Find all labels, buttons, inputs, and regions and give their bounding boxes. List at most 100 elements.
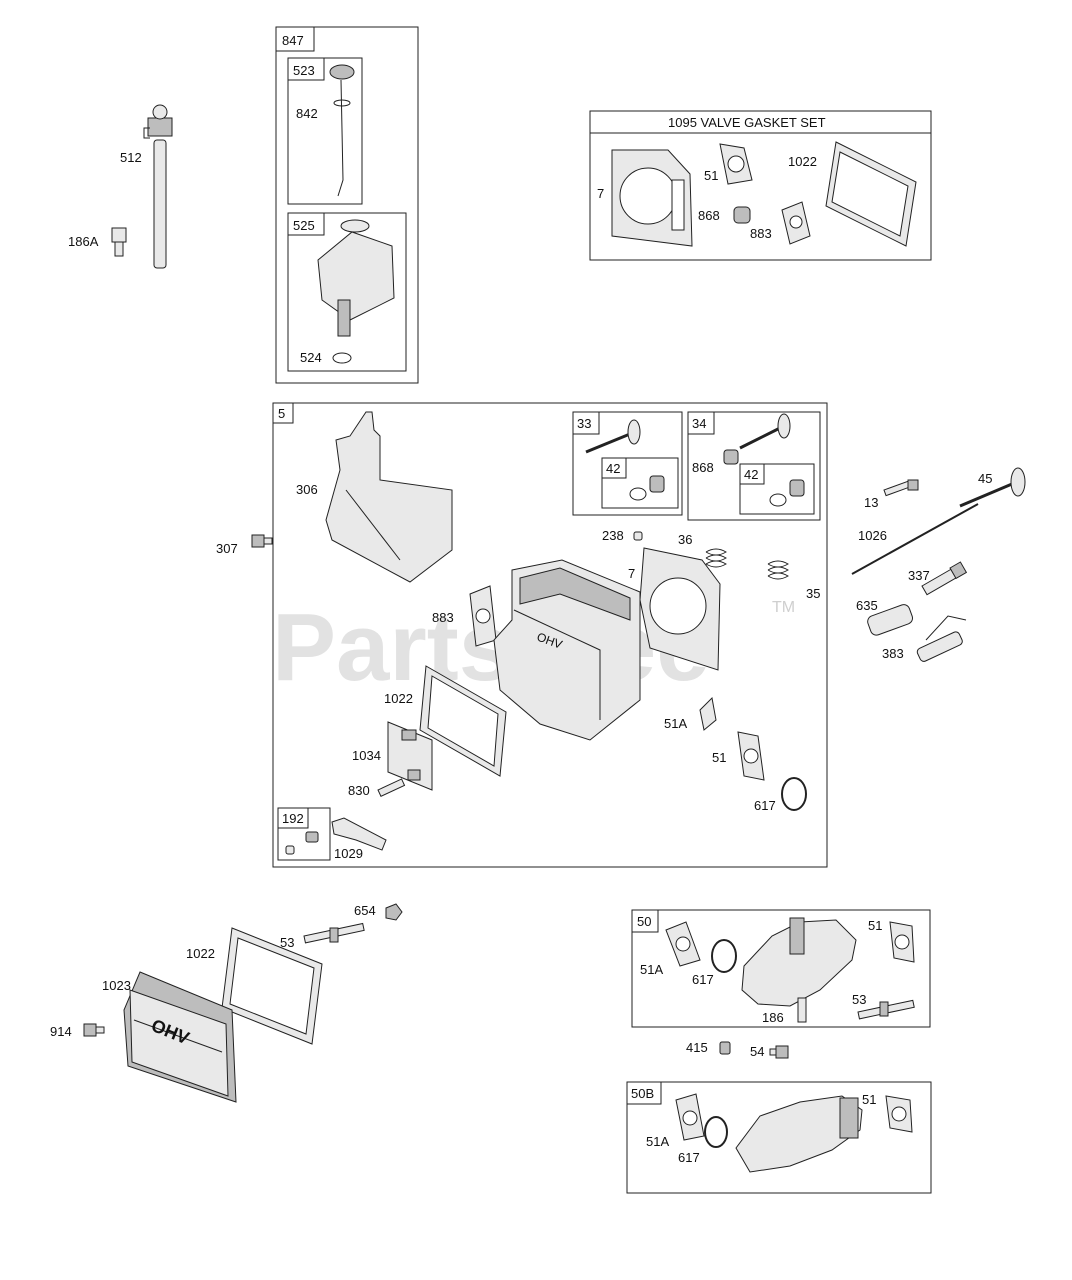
part-cylinder-head[interactable]: OHV (493, 559, 641, 741)
box-5 (272, 402, 828, 868)
label-192: 192 (282, 811, 304, 826)
part-1022-cover-gasket-kit[interactable] (825, 141, 917, 247)
label-617b: 617 (754, 798, 776, 813)
part-53-stud-a[interactable] (303, 922, 365, 944)
part-383-spark-plug-lead[interactable] (916, 615, 967, 663)
part-617-o-ring[interactable] (781, 777, 807, 811)
part-1023-valve-cover[interactable]: OHV (123, 971, 237, 1103)
label-617d: 617 (678, 1150, 700, 1165)
part-1029-lever[interactable] (331, 817, 387, 851)
part-525-oil-fill-tube[interactable] (317, 219, 395, 364)
label-525: 525 (293, 218, 315, 233)
part-617-o-ring-d[interactable] (704, 1116, 728, 1148)
label-42b: 42 (744, 467, 758, 482)
label-1026: 1026 (858, 528, 887, 543)
box-42-a (601, 457, 679, 509)
label-33: 33 (577, 416, 591, 431)
label-238: 238 (602, 528, 624, 543)
part-635-boot[interactable] (866, 603, 914, 637)
part-51-gasket-d[interactable] (885, 1095, 913, 1133)
label-1022c: 1022 (186, 946, 215, 961)
label-415: 415 (686, 1040, 708, 1055)
label-186A: 186A (68, 234, 99, 249)
part-842-dipstick[interactable] (329, 64, 355, 197)
part-7-head-gasket[interactable] (639, 547, 721, 671)
part-868-seal-kit[interactable] (733, 206, 751, 224)
label-k51: 51 (704, 168, 718, 183)
part-186-fitting[interactable] (797, 997, 807, 1023)
part-1026-push-rod[interactable] (851, 503, 979, 575)
label-883b: 883 (432, 610, 454, 625)
part-42-seal-b[interactable] (769, 479, 805, 507)
part-13-bolt[interactable] (883, 479, 919, 497)
box-525 (287, 212, 407, 372)
box-847 (275, 26, 419, 384)
part-54-screw[interactable] (769, 1045, 789, 1059)
part-50B-intake-manifold[interactable] (735, 1095, 863, 1173)
label-k868: 868 (698, 208, 720, 223)
label-1034: 1034 (352, 748, 381, 763)
label-654: 654 (354, 903, 376, 918)
part-51A-gasket[interactable] (699, 696, 717, 731)
part-7-head-gasket-kit[interactable] (611, 149, 693, 247)
part-617-o-ring-c[interactable] (711, 939, 737, 973)
part-53-stud-b[interactable] (857, 999, 915, 1020)
box-50 (631, 909, 931, 1028)
label-186: 186 (762, 1010, 784, 1025)
part-238-pin[interactable] (633, 531, 643, 541)
part-830-stud[interactable] (377, 778, 406, 798)
part-42-seal-a[interactable] (629, 475, 665, 501)
part-45-valve[interactable] (959, 467, 1026, 508)
label-53a: 53 (280, 935, 294, 950)
label-5: 5 (278, 406, 285, 421)
label-7b: 7 (628, 566, 635, 581)
label-50: 50 (637, 914, 651, 929)
label-42a: 42 (606, 461, 620, 476)
label-617c: 617 (692, 972, 714, 987)
label-51c: 51 (868, 918, 882, 933)
part-307-screw[interactable] (251, 534, 273, 548)
part-35-spring[interactable] (767, 560, 789, 580)
part-306-shield[interactable] (325, 411, 453, 583)
kit-title: 1095 VALVE GASKET SET (668, 115, 826, 130)
label-914: 914 (50, 1024, 72, 1039)
part-51-gasket-c[interactable] (889, 921, 915, 963)
label-51Ad: 51A (646, 1134, 669, 1149)
label-635: 635 (856, 598, 878, 613)
part-34-exhaust-valve[interactable] (723, 413, 791, 465)
part-186A-fitting[interactable] (111, 227, 127, 257)
part-1022-cover-gasket-c[interactable] (221, 927, 323, 1045)
part-1034-breather[interactable] (387, 721, 433, 791)
part-192-screw[interactable] (285, 831, 319, 855)
label-36: 36 (678, 532, 692, 547)
part-50-intake-manifold[interactable] (741, 917, 857, 1007)
part-337-spark-plug[interactable] (921, 561, 968, 596)
part-51A-gasket-c[interactable] (665, 921, 701, 967)
label-k883: 883 (750, 226, 772, 241)
part-51-gasket-kit[interactable] (719, 143, 753, 185)
label-868b: 868 (692, 460, 714, 475)
label-847: 847 (282, 33, 304, 48)
label-524: 524 (300, 350, 322, 365)
part-51-gasket[interactable] (737, 731, 765, 781)
part-1022-cover-gasket[interactable] (419, 665, 507, 777)
label-51d: 51 (862, 1092, 876, 1107)
label-1022b: 1022 (384, 691, 413, 706)
label-34: 34 (692, 416, 706, 431)
part-883-gasket-kit[interactable] (781, 201, 811, 245)
label-53b: 53 (852, 992, 866, 1007)
part-512-dipstick-tube[interactable] (143, 104, 173, 269)
part-33-intake-valve[interactable] (585, 419, 641, 454)
part-415-screw[interactable] (719, 1041, 731, 1055)
part-51A-gasket-d[interactable] (675, 1093, 705, 1141)
label-51Ab: 51A (664, 716, 687, 731)
label-306: 306 (296, 482, 318, 497)
part-654-nut[interactable] (385, 903, 403, 921)
part-883-gasket[interactable] (469, 585, 497, 647)
label-523: 523 (293, 63, 315, 78)
box-42-b (739, 463, 815, 515)
part-914-screw[interactable] (83, 1023, 105, 1037)
box-50B (626, 1081, 932, 1194)
part-36-spring[interactable] (705, 548, 727, 568)
